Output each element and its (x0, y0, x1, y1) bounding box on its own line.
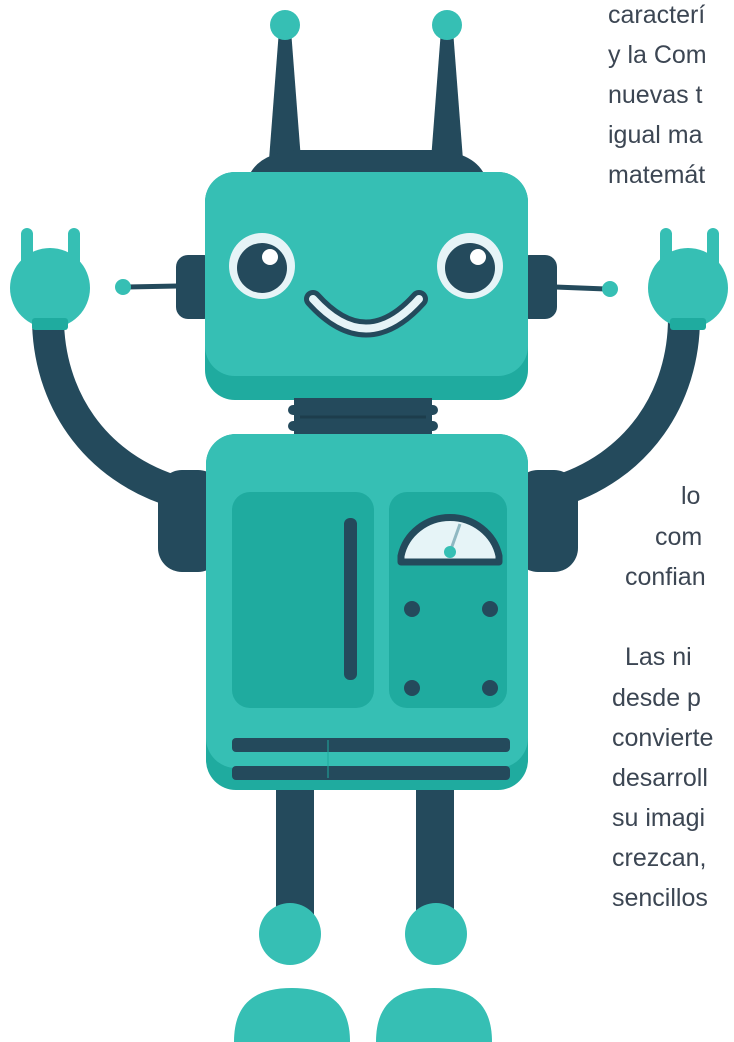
text-line: nuevas t (608, 81, 703, 109)
text-line: lo (681, 482, 701, 510)
hand-right (648, 228, 728, 330)
shoulder-right (514, 470, 578, 572)
gauge-icon (397, 514, 503, 566)
neck (288, 398, 438, 438)
text-line: convierte (612, 724, 714, 752)
text-line: y la Com (608, 41, 707, 69)
body-panel-left (232, 492, 374, 708)
antenna-right (431, 10, 463, 160)
text-line: confian (625, 563, 706, 591)
ear-left (115, 255, 216, 319)
body (206, 434, 528, 790)
text-line: igual ma (608, 121, 703, 149)
rivet (404, 601, 420, 617)
antenna-left (269, 10, 301, 160)
arm-left (32, 302, 196, 509)
text-line: Las ni (625, 643, 692, 671)
rivet (482, 680, 498, 696)
text-line: caracterí (608, 1, 706, 29)
rivet (404, 680, 420, 696)
eye-right (437, 233, 503, 299)
hand-left (10, 228, 90, 330)
vent-stripe (232, 738, 510, 752)
ear-right (517, 255, 618, 319)
text-line: matemát (608, 161, 706, 189)
text-line: com (655, 523, 703, 551)
knee-left (259, 903, 321, 965)
text-line: su imagi (612, 804, 706, 832)
rivet (482, 601, 498, 617)
eye-left (229, 233, 295, 299)
head (205, 172, 528, 400)
vent-stripe (232, 766, 510, 780)
text-line: desarroll (612, 764, 708, 792)
knee-right (405, 903, 467, 965)
foot-left (234, 988, 350, 1042)
foot-right (376, 988, 492, 1042)
head-cap (248, 150, 486, 178)
text-line: sencillos (612, 884, 708, 912)
text-line: crezcan, (612, 844, 707, 872)
text-line: desde p (612, 684, 701, 712)
arm-right (536, 302, 700, 509)
